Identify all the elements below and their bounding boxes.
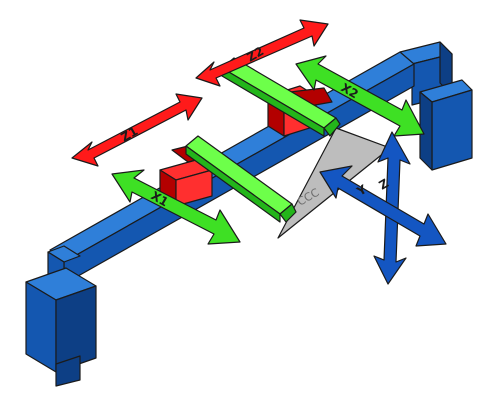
x1-arm-end bbox=[279, 203, 297, 223]
z2-arrow-shape bbox=[195, 19, 329, 87]
yz-axis-arrows: Y Z bbox=[319, 131, 447, 285]
left-foot-side bbox=[55, 285, 97, 373]
z1-slide-side bbox=[175, 169, 213, 207]
x2-arm bbox=[221, 57, 341, 137]
right-column bbox=[399, 41, 473, 171]
left-foot-base bbox=[55, 355, 81, 387]
x2-arm-end bbox=[323, 117, 341, 137]
x1-arrow-shape bbox=[111, 169, 241, 245]
x1-arm-side bbox=[185, 145, 281, 223]
x2-axis-arrow: X2 bbox=[295, 55, 425, 137]
x2-arrow-shape bbox=[295, 55, 425, 137]
z1-arrow-shape bbox=[71, 93, 203, 167]
x1-arm bbox=[185, 135, 297, 223]
right-foot-front bbox=[431, 89, 473, 171]
left-column bbox=[25, 245, 97, 387]
right-foot-side bbox=[419, 91, 433, 171]
y-diagonal-arrow-shape bbox=[319, 165, 447, 247]
